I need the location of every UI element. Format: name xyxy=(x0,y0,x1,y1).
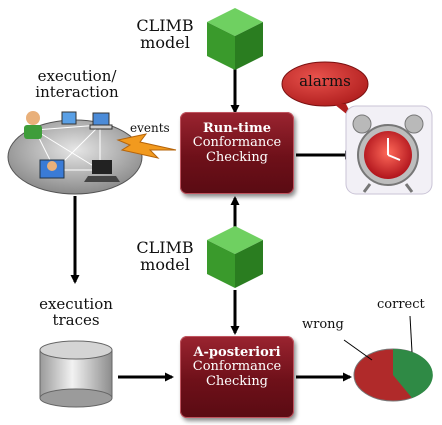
climb-label-line1: CLIMB xyxy=(136,238,194,257)
model-label-line2: model xyxy=(140,254,190,274)
execution-label-line1: execution/ xyxy=(37,67,117,85)
runtime-title: Run-time xyxy=(202,121,272,136)
alarms-label: alarms xyxy=(299,72,351,90)
database-cylinder-icon xyxy=(39,340,113,408)
execution-interaction-label: execution/ interaction xyxy=(22,67,132,101)
climb-label-line1: CLIMB xyxy=(136,16,194,35)
runtime-line3: Checking xyxy=(205,149,269,165)
interaction-label-line2: interaction xyxy=(35,82,119,101)
runtime-line2: Conformance xyxy=(192,135,282,151)
traces-label-line1: execution xyxy=(39,295,113,313)
traces-label-line2: traces xyxy=(52,310,100,329)
runtime-checking-box: Run-time Conformance Checking xyxy=(180,112,294,194)
alarm-clock-icon xyxy=(345,105,433,195)
aposteriori-checking-box: A-posteriori Conformance Checking xyxy=(180,336,294,418)
wrong-label: wrong xyxy=(302,317,344,332)
pointer-wrong xyxy=(343,339,373,361)
correct-label: correct xyxy=(377,297,425,312)
cube-icon xyxy=(207,8,263,70)
execution-traces-label: execution traces xyxy=(24,295,128,329)
lightning-icon xyxy=(116,133,177,159)
aposteriori-line3: Checking xyxy=(205,373,269,389)
pointer-correct xyxy=(409,315,413,353)
climb-model-label-mid: CLIMB model xyxy=(124,238,206,274)
pie-chart-icon xyxy=(343,315,433,402)
aposteriori-title: A-posteriori xyxy=(193,345,281,360)
climb-model-label-top: CLIMB model xyxy=(124,16,206,52)
network-disk-icon xyxy=(7,111,143,195)
model-label-line2: model xyxy=(140,32,190,52)
aposteriori-line2: Conformance xyxy=(192,359,282,375)
events-label: events xyxy=(130,121,170,135)
cube-icon xyxy=(207,226,263,288)
